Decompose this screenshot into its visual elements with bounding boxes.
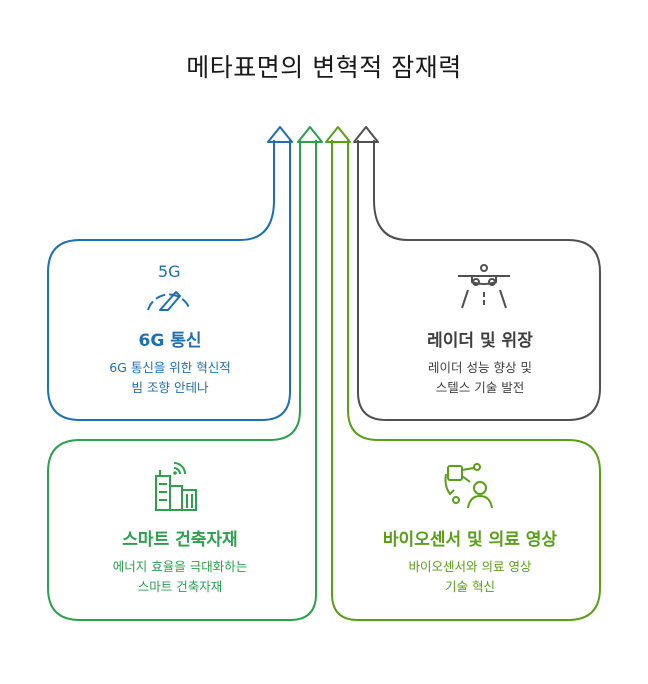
- card-6g-title: 6G 통신: [138, 331, 202, 351]
- card-6g-desc-2: 빔 조향 안테나: [131, 380, 209, 395]
- card-bio-outline: [331, 140, 601, 621]
- card-bio-desc-1: 바이오센서와 의료 영상: [408, 559, 532, 574]
- drone-icon: [454, 262, 514, 312]
- card-bio-outline-top: [347, 140, 568, 441]
- speedometer-5g-icon: 5G: [140, 262, 200, 314]
- card-6g-outline-inner: [261, 140, 291, 421]
- arrow-green-head: [297, 126, 323, 143]
- card-building-outline: [47, 140, 317, 621]
- arrow-lightgreen-head: [325, 126, 351, 143]
- arrow-blue-head: [267, 126, 293, 143]
- arrow-gray-head: [353, 126, 379, 143]
- card-building-desc-2: 스마트 건축자재: [137, 579, 223, 594]
- card-radar-outline: [373, 140, 601, 421]
- bio-sensor-icon: [440, 460, 496, 512]
- card-radar-title: 레이더 및 위장: [427, 331, 533, 351]
- card-radar-desc-2: 스텔스 기술 발전: [435, 380, 525, 395]
- card-radar-desc-1: 레이더 성능 향상 및: [428, 360, 532, 375]
- card-6g-outline: [47, 140, 275, 421]
- card-6g-desc-1: 6G 통신을 위한 혁신적: [109, 360, 231, 375]
- card-radar-outline-inner: [357, 140, 387, 421]
- card-building-outline-top: [80, 140, 301, 441]
- card-building-title: 스마트 건축자재: [122, 530, 238, 550]
- page-title: 메타표면의 변혁적 잠재력: [186, 53, 462, 82]
- card-bio-title: 바이오센서 및 의료 영상: [382, 530, 558, 550]
- icon-5g-label: 5G: [158, 262, 181, 281]
- smart-building-icon: [150, 460, 206, 512]
- card-bio-desc-2: 기술 혁신: [445, 579, 495, 594]
- card-building-desc-1: 에너지 효율을 극대화하는: [112, 559, 248, 574]
